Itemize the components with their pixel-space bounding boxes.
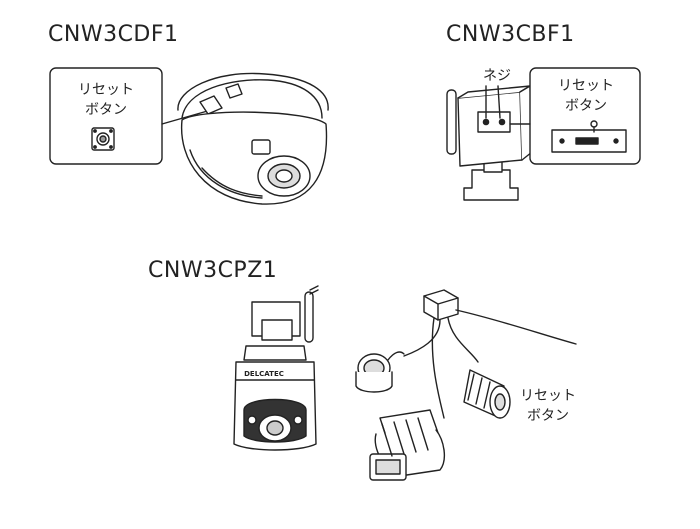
reset-button-icon (91, 127, 115, 151)
reset-button-label-cpz: リセット ボタン (512, 386, 584, 426)
model-title-cnw3cbf1: CNW3CBF1 (446, 22, 575, 47)
model-title-cnw3cdf1: CNW3CDF1 (48, 22, 179, 47)
reset-label-line1: リセット (558, 78, 614, 94)
reset-callout-box-cdf (49, 67, 163, 165)
model-title-cnw3cpz1: CNW3CPZ1 (148, 258, 278, 283)
reset-label-line2: ボタン (85, 102, 127, 118)
rj45-connector (369, 409, 446, 481)
ptz-brand-text: DELCATEC (244, 370, 284, 378)
ptz-camera-illustration: DELCATEC (233, 285, 319, 451)
reset-label-line2: ボタン (565, 98, 607, 114)
reset-label-line1: リセット (520, 388, 576, 404)
bullet-camera-illustration (446, 67, 641, 201)
reset-button-label-cbf: リセット ボタン (548, 76, 624, 116)
cable-harness-illustration (355, 289, 577, 481)
reset-label-line1: リセット (78, 82, 134, 98)
reset-label-line2: ボタン (527, 408, 569, 424)
reset-button-connector (463, 369, 511, 419)
screw-left (482, 118, 490, 126)
reset-button-label-cdf: リセット ボタン (70, 80, 142, 120)
dust-cap (355, 351, 405, 393)
screw-right (498, 118, 506, 126)
screw-label: ネジ (483, 68, 511, 84)
dome-camera-illustration (49, 67, 329, 205)
